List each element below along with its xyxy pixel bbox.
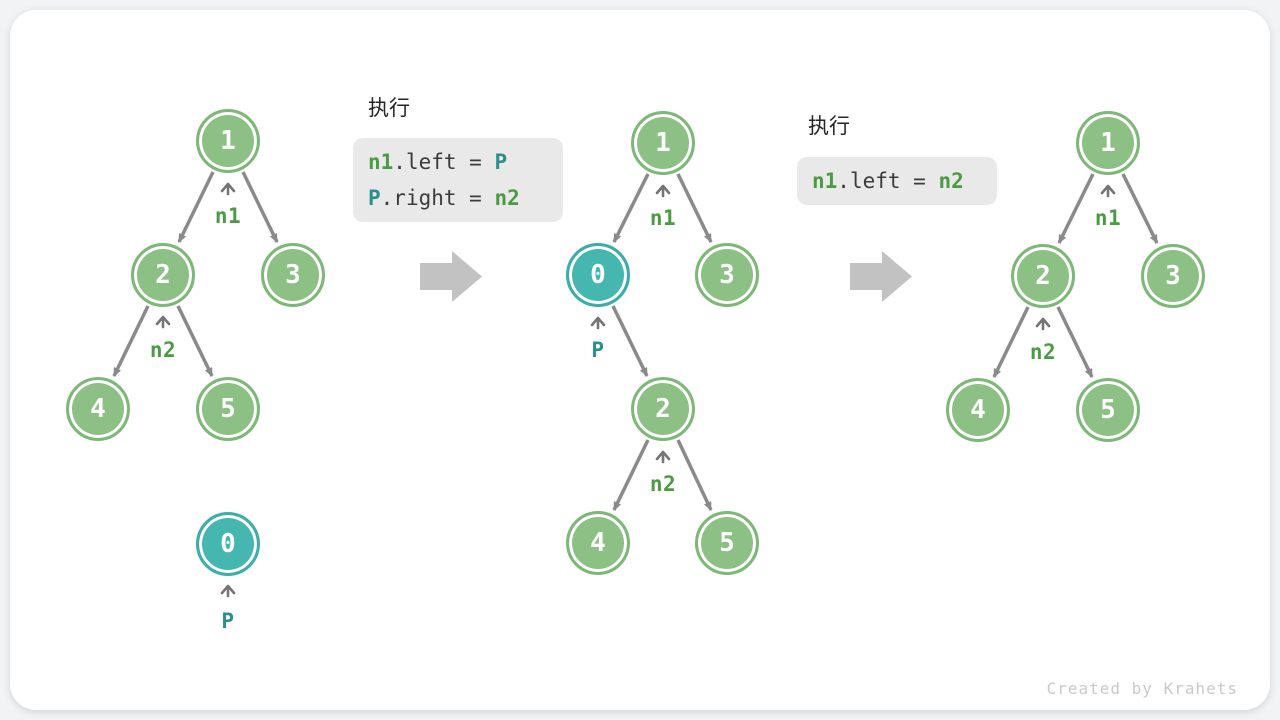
pointer-caret bbox=[655, 450, 671, 464]
code-token: n1 bbox=[812, 169, 838, 193]
tree-middle-pointer-n1: n1 bbox=[649, 206, 677, 230]
exec-label-1: 执行 bbox=[368, 97, 410, 120]
edge-1-2 bbox=[1057, 173, 1095, 244]
pointer-caret bbox=[1100, 184, 1116, 198]
tree-right-pointer-n2: n2 bbox=[1029, 340, 1057, 364]
tree-middle-node-3: 3 bbox=[695, 243, 759, 307]
code-line-1: n1.left = P bbox=[368, 144, 548, 180]
edge-2-5 bbox=[176, 305, 214, 377]
code-token: = bbox=[900, 169, 939, 193]
tree-middle-pointer-p: P bbox=[591, 338, 605, 362]
tree-left-edges bbox=[112, 171, 279, 377]
code-box-2: n1.left = n2 bbox=[797, 157, 997, 205]
tree-middle-node-2: 2 bbox=[631, 377, 695, 441]
tree-left-pointer-n2: n2 bbox=[149, 338, 177, 362]
edge-1-2 bbox=[177, 171, 215, 243]
code-line-1: n1.left = n2 bbox=[812, 163, 982, 199]
tree-left-pointer-n1: n1 bbox=[214, 204, 242, 228]
edge-1-3 bbox=[1121, 173, 1159, 244]
tree-right-node-2: 2 bbox=[1011, 244, 1075, 308]
pointer-caret bbox=[220, 182, 236, 196]
code-box-1: n1.left = P P.right = n2 bbox=[353, 138, 563, 222]
pointer-carets bbox=[155, 182, 1116, 598]
pointer-caret bbox=[590, 316, 606, 330]
pointer-caret bbox=[655, 184, 671, 198]
edge-2-4 bbox=[112, 305, 150, 377]
edge-2-5 bbox=[676, 439, 713, 511]
code-token: P bbox=[494, 150, 508, 174]
edge-2-4 bbox=[612, 439, 650, 511]
code-line-2: P.right = n2 bbox=[368, 180, 548, 216]
tree-right-node-5: 5 bbox=[1076, 378, 1140, 442]
code-token: .left bbox=[837, 169, 901, 193]
edge-0-2 bbox=[611, 305, 649, 377]
code-token: P bbox=[368, 186, 381, 210]
tree-middle-edges bbox=[611, 173, 713, 511]
watermark-credit: Created by Krahets bbox=[1046, 679, 1238, 698]
edge-1-3 bbox=[676, 173, 713, 243]
tree-left-node-3: 3 bbox=[261, 243, 325, 307]
edge-1-3 bbox=[241, 171, 279, 243]
code-token: .right bbox=[380, 186, 457, 210]
step-arrow-icon-1 bbox=[420, 251, 482, 302]
code-token: n2 bbox=[494, 186, 520, 210]
pointer-caret bbox=[1035, 317, 1051, 331]
pointer-caret bbox=[220, 584, 236, 598]
step-arrow-icon-2 bbox=[850, 251, 912, 302]
tree-left-pointer-p: P bbox=[221, 609, 235, 633]
tree-right-node-4: 4 bbox=[946, 378, 1010, 442]
tree-right-edges bbox=[992, 173, 1159, 378]
tree-middle-node-5: 5 bbox=[695, 511, 759, 575]
code-token: = bbox=[456, 150, 495, 174]
exec-label-2: 执行 bbox=[808, 115, 850, 138]
tree-middle-node-4: 4 bbox=[566, 511, 630, 575]
tree-left-node-1: 1 bbox=[196, 109, 260, 173]
edge-2-5 bbox=[1056, 306, 1094, 378]
edge-1-0 bbox=[612, 173, 650, 243]
code-token: n2 bbox=[938, 169, 964, 193]
tree-middle-node-0: 0 bbox=[566, 243, 630, 307]
tree-right-node-3: 3 bbox=[1141, 244, 1205, 308]
tree-right-node-1: 1 bbox=[1076, 111, 1140, 175]
tree-left-node-2: 2 bbox=[131, 243, 195, 307]
pointer-caret bbox=[155, 315, 171, 329]
tree-left-node-5: 5 bbox=[196, 377, 260, 441]
tree-left-node-4: 4 bbox=[66, 377, 130, 441]
code-token: n1 bbox=[368, 150, 394, 174]
tree-middle-pointer-n2: n2 bbox=[649, 472, 677, 496]
tree-left-node-0-detached: 0 bbox=[196, 512, 260, 576]
edge-2-4 bbox=[992, 306, 1030, 378]
code-token: = bbox=[456, 186, 495, 210]
code-token: .left bbox=[393, 150, 457, 174]
tree-right-pointer-n1: n1 bbox=[1094, 206, 1122, 230]
tree-middle-node-1: 1 bbox=[631, 111, 695, 175]
